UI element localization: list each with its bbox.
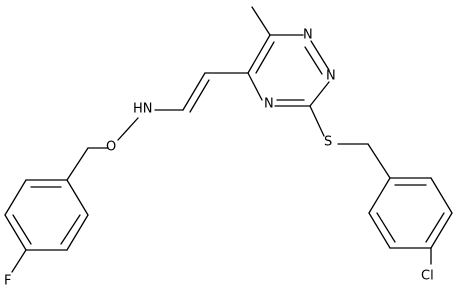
bond-fph-3: [4, 214, 27, 251]
bond-fph-2: [4, 179, 27, 216]
bond-ch2-aryl: [66, 147, 89, 181]
bond-fph-6: [66, 179, 89, 216]
bond-f: [11, 249, 27, 273]
bond-clph-2: [430, 177, 453, 214]
bond-nh-o: [117, 117, 139, 141]
bond-c5-c6-inner: [255, 41, 275, 74]
bond-fph-3-inner: [12, 214, 32, 245]
bond-clph-3: [430, 212, 453, 249]
bond-n1-n2-inner: [304, 46, 323, 75]
atom-label-o: O: [106, 140, 116, 155]
atom-label-n4: N: [264, 97, 274, 112]
bond-n2-c3: [309, 81, 330, 107]
atom-label-n2: N: [326, 69, 336, 84]
triazine-ring: [247, 34, 330, 107]
bond-clph-5-inner: [376, 212, 396, 243]
fluorophenyl-ring: [4, 179, 89, 273]
bond-ch2-chlorophenyl: [367, 143, 391, 179]
bond-fph-5: [66, 214, 89, 251]
atom-label-f: F: [4, 274, 11, 289]
bond-clph-5: [368, 212, 391, 249]
bond-fph-5-inner: [60, 214, 81, 245]
atom-label-n1: N: [303, 28, 313, 43]
bond-n4-c5: [247, 72, 263, 101]
atom-label-cl: Cl: [421, 269, 434, 284]
bond-n1-n2: [310, 40, 330, 71]
atom-label-nh: HN: [133, 102, 153, 117]
bond-clph-6: [368, 177, 391, 214]
atom-label-s: S: [324, 135, 332, 150]
bond-c5-c6: [247, 34, 271, 74]
bond-vinyl-double: [182, 72, 206, 111]
bond-methyl: [251, 6, 271, 36]
bond-clph-3-inner: [425, 212, 445, 243]
bond-vinyl-double-inner: [189, 79, 210, 113]
bond-c3-s: [309, 105, 325, 137]
chlorophenyl-ring: [368, 177, 453, 265]
